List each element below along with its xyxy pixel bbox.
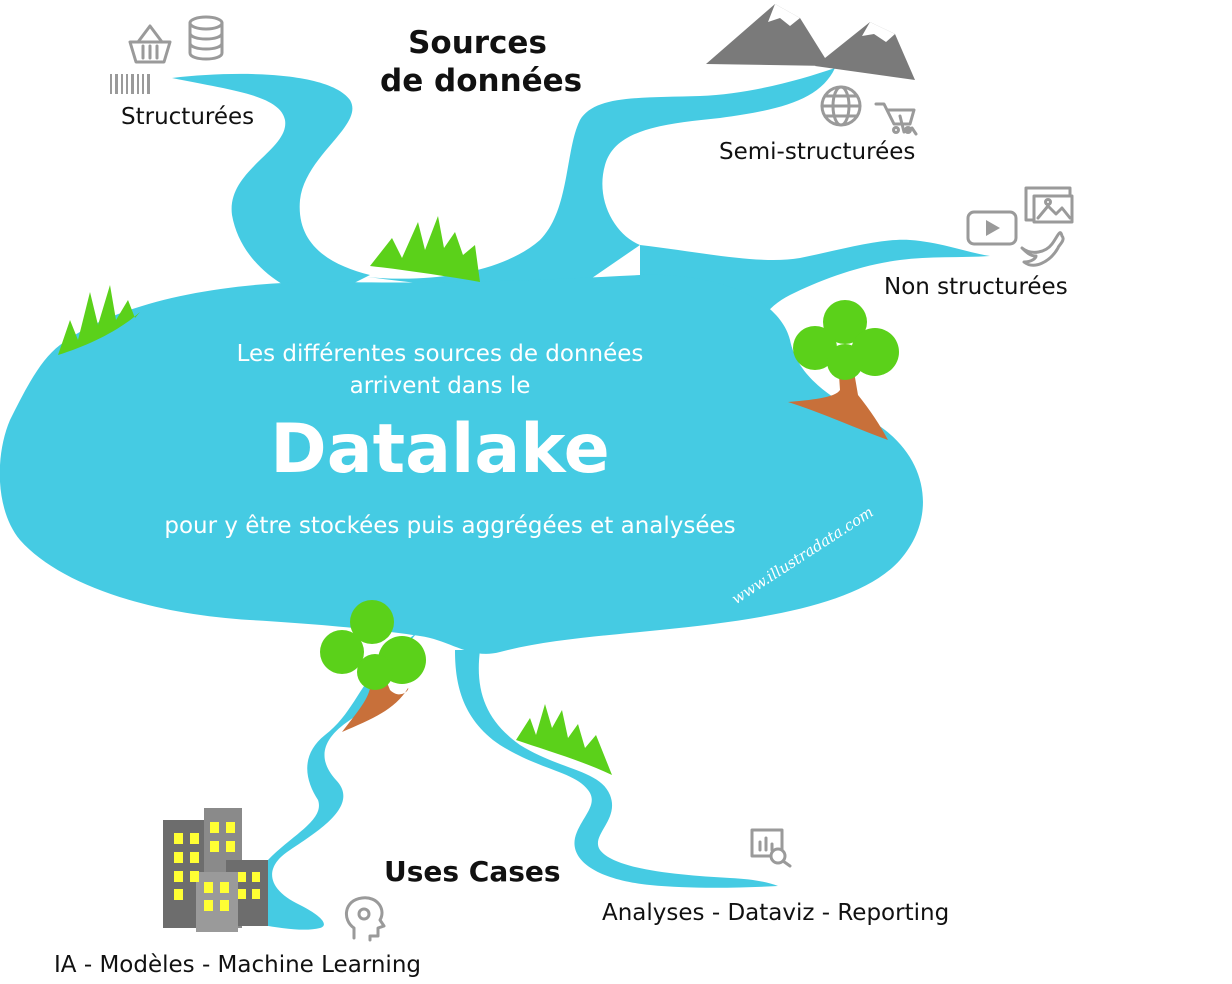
sources-heading-line2: de données (380, 63, 583, 99)
label-structured: Structurées (121, 104, 255, 130)
label-machine-learning: IA - Modèles - Machine Learning (54, 952, 421, 978)
tree-right-trunk (788, 360, 888, 440)
water (0, 68, 990, 930)
tree-bottom (320, 600, 426, 732)
video-icon (966, 210, 1018, 246)
database-icon (188, 15, 224, 61)
grass-tuft-bottom (516, 704, 612, 775)
brain-icon (345, 896, 386, 942)
grass-tuft-left (58, 285, 140, 355)
analytics-icon (750, 828, 792, 868)
tree-bottom-trunk (342, 665, 409, 732)
cart-icon (874, 102, 918, 136)
grass (58, 216, 612, 775)
image-icon (1024, 186, 1074, 224)
tree-bottom-canopy (320, 600, 426, 690)
river-ml (252, 630, 420, 930)
sources-heading: Sources de données (380, 24, 583, 100)
sources-heading-line1: Sources (408, 25, 547, 61)
river-structured (172, 73, 370, 300)
lake-body (0, 274, 923, 654)
label-unstructured: Non structurées (884, 274, 1068, 300)
globe-icon (820, 85, 862, 127)
lake-intro: Les différentes sources de données arriv… (180, 338, 700, 402)
label-analytics: Analyses - Dataviz - Reporting (602, 900, 950, 926)
river-center (350, 68, 835, 300)
tree-right-canopy (793, 300, 899, 380)
building-windows (174, 822, 260, 911)
lake-intro-line1: Les différentes sources de données (236, 341, 644, 367)
tree-right (788, 300, 899, 440)
lake-outro: pour y être stockées puis aggrégées et a… (164, 513, 736, 539)
label-semi-structured: Semi-structurées (719, 139, 916, 165)
lake-intro-line2: arrivent dans le (349, 373, 531, 399)
barcode-icon (110, 74, 150, 94)
buildings-icon (163, 808, 268, 932)
grass-tuft-top (370, 216, 480, 282)
mountain-icon (706, 4, 915, 80)
basket-icon (128, 24, 172, 64)
river-analytics (455, 650, 778, 888)
use-cases-heading: Uses Cases (384, 855, 561, 888)
lake-title: Datalake (270, 410, 610, 489)
twitter-icon (1020, 231, 1065, 267)
